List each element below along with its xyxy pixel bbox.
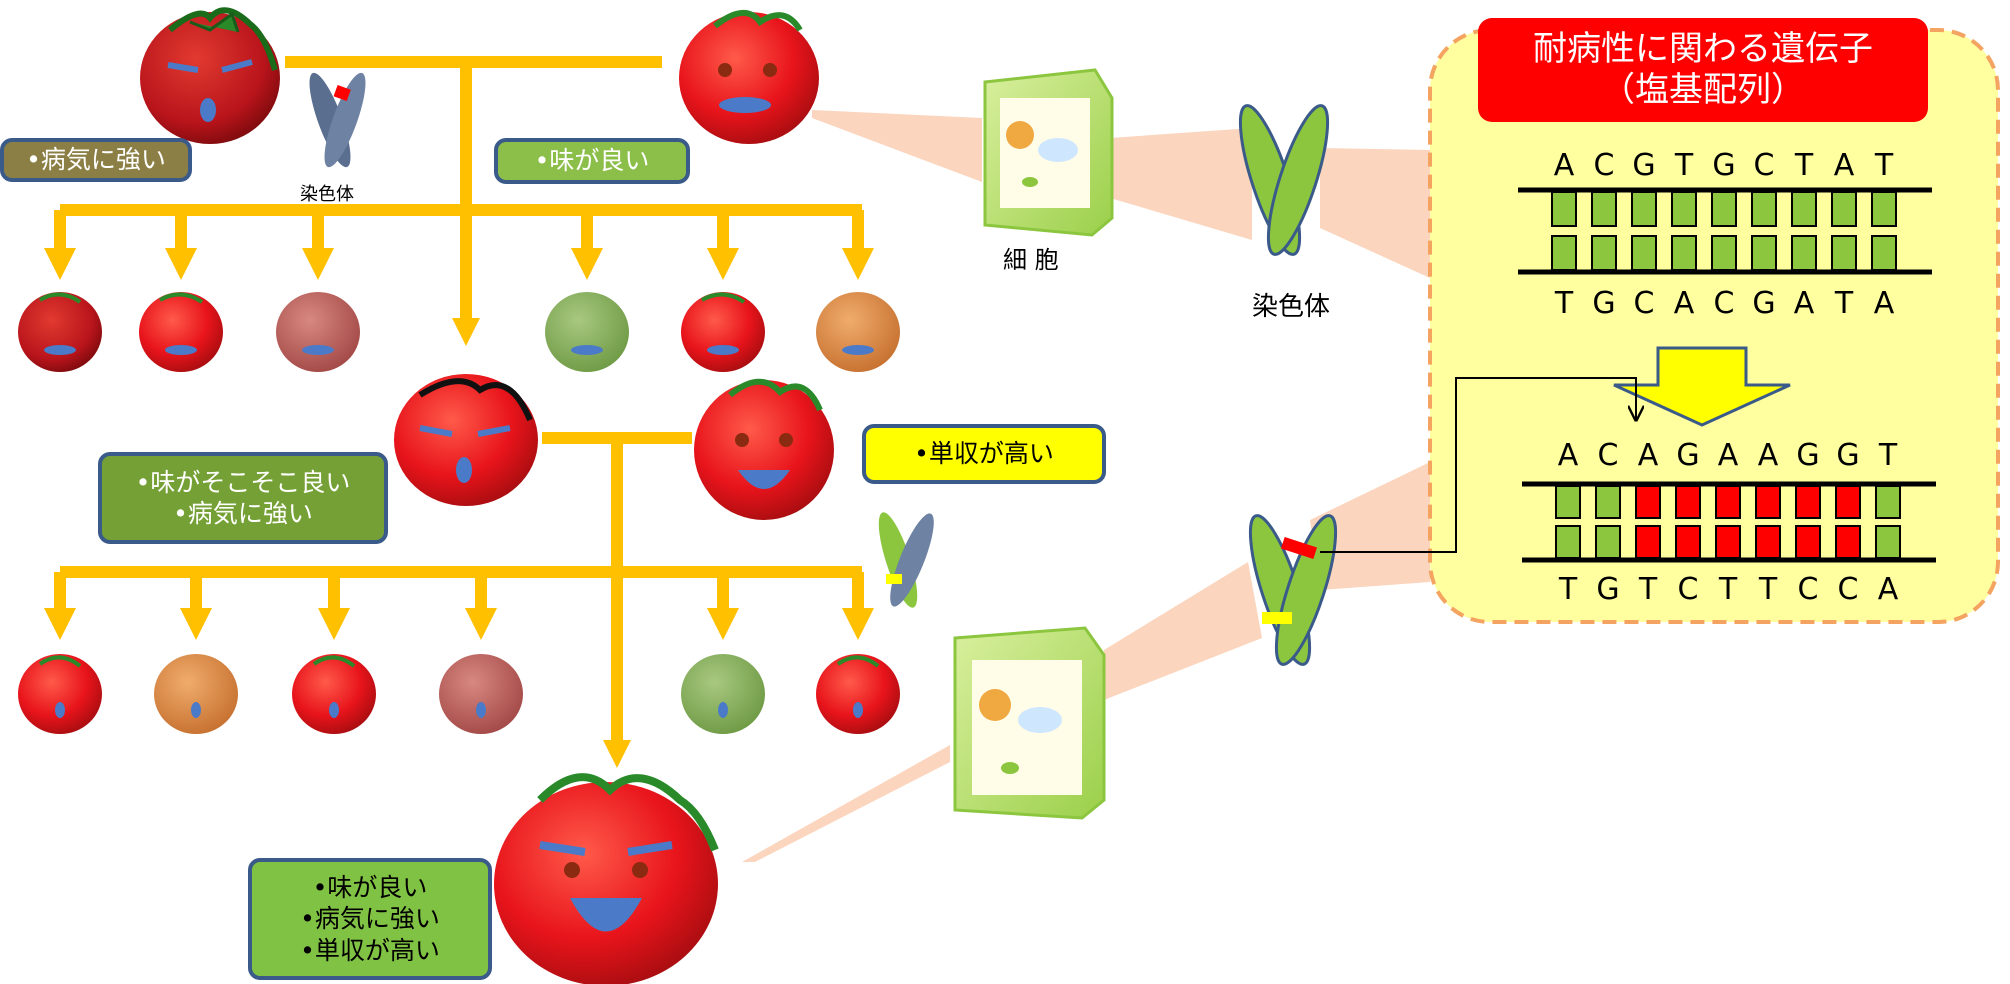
f2-tomato-6 bbox=[816, 654, 900, 734]
base: T bbox=[1794, 148, 1814, 183]
f2-tomato-3 bbox=[292, 654, 376, 734]
base: C bbox=[1597, 438, 1619, 473]
f1-tomato-1 bbox=[18, 292, 102, 372]
magnification-beams bbox=[742, 110, 1430, 862]
f2-tomato-2 bbox=[154, 654, 238, 734]
gene-locus-connector bbox=[1320, 377, 1636, 553]
pedigree-arrows bbox=[44, 56, 874, 768]
base: G bbox=[1712, 148, 1736, 183]
final-tomato-all-traits bbox=[494, 773, 719, 984]
base: C bbox=[1593, 148, 1615, 183]
large-chromosome-bottom bbox=[1248, 514, 1338, 666]
base: T bbox=[1874, 148, 1894, 183]
label-disease-resistant: •病気に強い bbox=[0, 138, 192, 182]
base: A bbox=[1673, 286, 1695, 321]
base: T bbox=[1554, 286, 1574, 321]
f1-tomato-3 bbox=[276, 292, 360, 372]
base: T bbox=[1674, 148, 1694, 183]
base: A bbox=[1553, 148, 1575, 183]
base: C bbox=[1677, 572, 1699, 607]
base: T bbox=[1558, 572, 1578, 607]
base: A bbox=[1637, 438, 1659, 473]
base: G bbox=[1632, 148, 1656, 183]
f2-tomato-4 bbox=[439, 654, 523, 734]
gene-panel-title: 耐病性に関わる遺伝子 （塩基配列） bbox=[1478, 18, 1928, 122]
f1-offspring-row bbox=[18, 292, 900, 372]
base: A bbox=[1757, 438, 1779, 473]
base: T bbox=[1878, 438, 1898, 473]
selected-tomato-stern bbox=[394, 374, 538, 506]
large-chromosome-top bbox=[1238, 104, 1330, 256]
base: C bbox=[1713, 286, 1735, 321]
chromosome-caption-small: 染色体 bbox=[300, 184, 354, 205]
label-text: •病気に強い bbox=[26, 145, 166, 175]
label-text: •味が良い bbox=[534, 146, 650, 176]
f1-tomato-5 bbox=[681, 292, 765, 372]
base: T bbox=[1834, 286, 1854, 321]
base: C bbox=[1837, 572, 1859, 607]
label-text: •病気に強い bbox=[173, 499, 313, 528]
base: G bbox=[1676, 438, 1700, 473]
label-final-traits: •味が良い •病気に強い •単収が高い bbox=[248, 858, 492, 980]
label-high-yield: •単収が高い bbox=[862, 424, 1106, 484]
chromosome-yellow-band bbox=[878, 512, 934, 608]
base: A bbox=[1557, 438, 1579, 473]
base: C bbox=[1753, 148, 1775, 183]
dna-original bbox=[1518, 187, 1932, 275]
base: A bbox=[1717, 438, 1739, 473]
base: A bbox=[1793, 286, 1815, 321]
base: T bbox=[1638, 572, 1658, 607]
base: G bbox=[1836, 438, 1860, 473]
parent-tomato-disease-resistant bbox=[140, 7, 280, 144]
base: A bbox=[1877, 572, 1899, 607]
plant-cell-top bbox=[983, 68, 1114, 237]
label-text: •味が良い bbox=[312, 873, 428, 903]
base: T bbox=[1758, 572, 1778, 607]
label-somewhat-tasty-disease-resistant: •味がそこそこ良い •病気に強い bbox=[98, 452, 388, 544]
gene-title-line1: 耐病性に関わる遺伝子 bbox=[1533, 29, 1873, 70]
f1-tomato-4 bbox=[545, 292, 629, 372]
f2-tomato-1 bbox=[18, 654, 102, 734]
plant-cell-bottom bbox=[953, 626, 1106, 820]
mutation-arrow bbox=[1613, 346, 1791, 427]
base: A bbox=[1833, 148, 1855, 183]
base: G bbox=[1596, 572, 1620, 607]
gene-title-line2: （塩基配列） bbox=[1601, 70, 1805, 110]
cell-caption: 細 胞 bbox=[1003, 246, 1059, 274]
f2-tomato-5 bbox=[681, 654, 765, 734]
base: T bbox=[1718, 572, 1738, 607]
tomato-high-yield-smiling bbox=[694, 378, 834, 520]
dna-edited bbox=[1522, 481, 1936, 563]
f2-offspring-row bbox=[18, 654, 900, 734]
label-text: •味がそこそこ良い bbox=[135, 467, 351, 497]
base: A bbox=[1873, 286, 1895, 321]
base: G bbox=[1796, 438, 1820, 473]
label-text: •病気に強い bbox=[300, 904, 440, 934]
base: C bbox=[1797, 572, 1819, 607]
chromosome-caption-large: 染色体 bbox=[1252, 292, 1331, 322]
label-tasty: •味が良い bbox=[494, 138, 690, 184]
f1-tomato-6 bbox=[816, 292, 900, 372]
label-text: •単収が高い bbox=[300, 935, 440, 965]
parent-tomato-tasty bbox=[679, 10, 819, 144]
small-chromosome-red-band bbox=[309, 72, 366, 168]
base: C bbox=[1633, 286, 1655, 321]
base: G bbox=[1592, 286, 1616, 321]
label-text: •単収が高い bbox=[914, 439, 1054, 469]
f1-tomato-2 bbox=[139, 292, 223, 372]
base: G bbox=[1752, 286, 1776, 321]
